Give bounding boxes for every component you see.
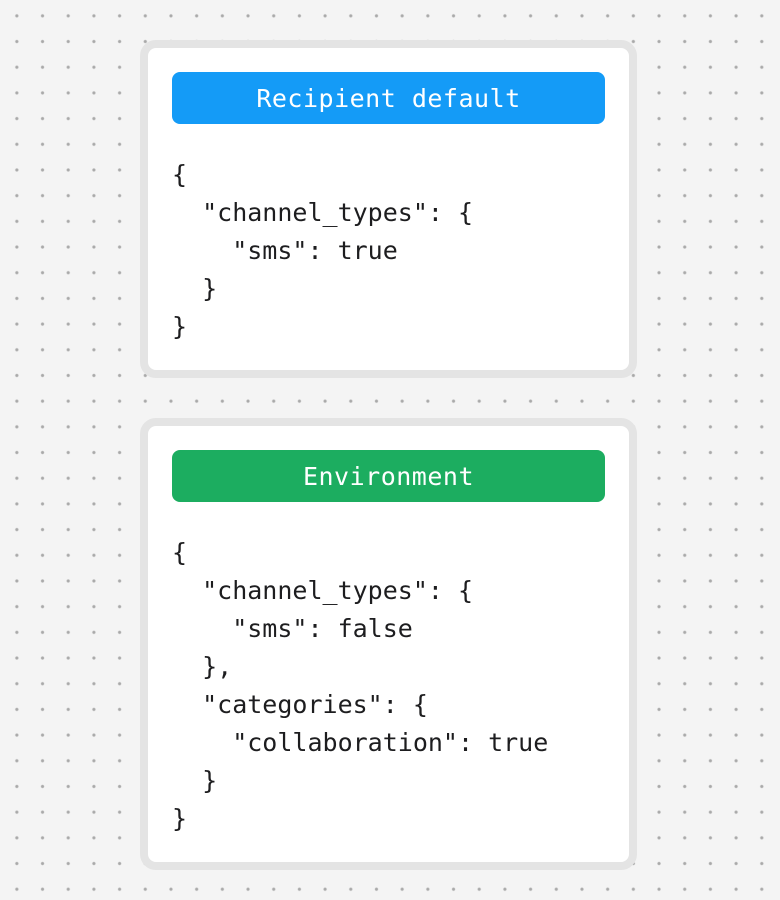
card-recipient-default: Recipient default { "channel_types": { "… (140, 40, 637, 378)
recipient-default-json-code: { "channel_types": { "sms": true } } (172, 160, 474, 341)
environment-json-code: { "channel_types": { "sms": false }, "ca… (172, 538, 549, 833)
card-environment: Environment { "channel_types": { "sms": … (140, 418, 637, 870)
environment-header-badge: Environment (172, 450, 605, 502)
recipient-default-header-badge: Recipient default (172, 72, 605, 124)
